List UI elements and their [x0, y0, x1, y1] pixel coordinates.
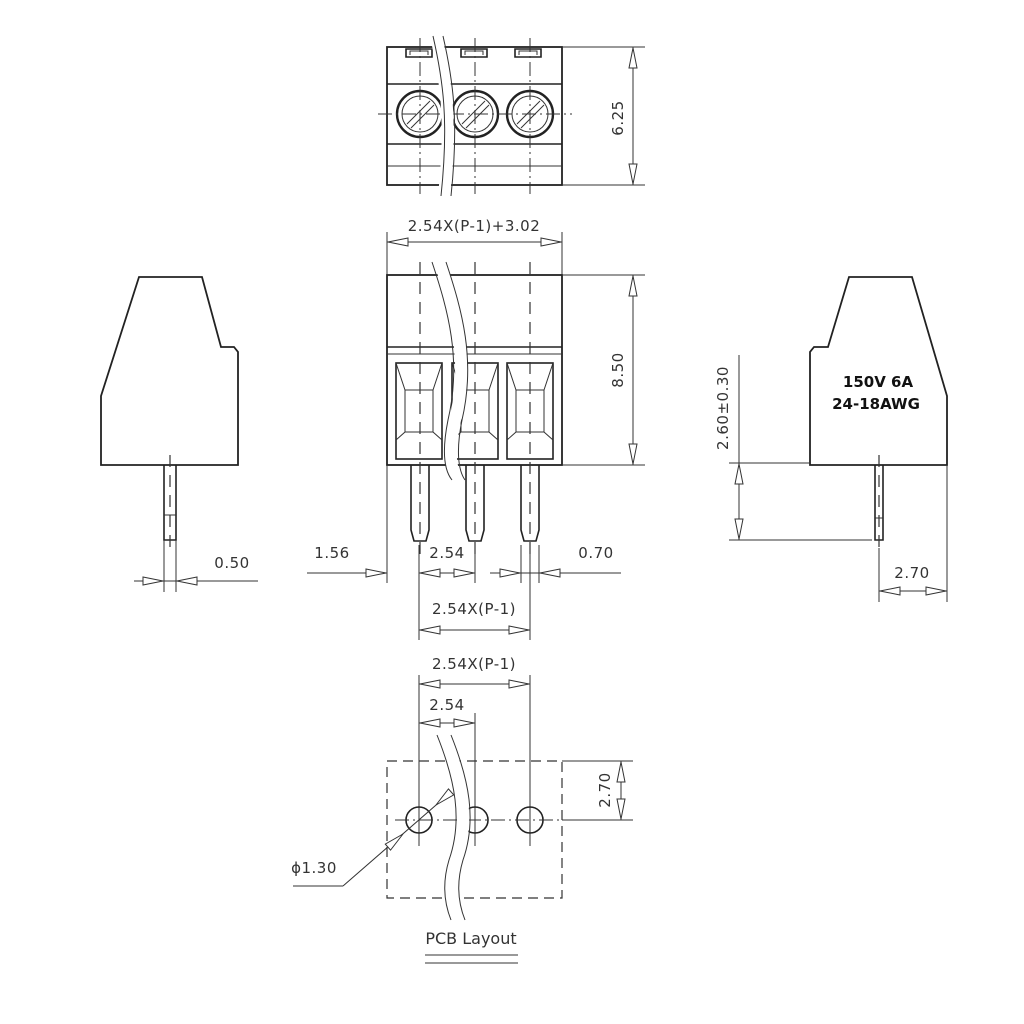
- pcb-layout: 2.54X(P-1) 2.54 2.70 ϕ1.30 PCB Layout: [291, 655, 633, 964]
- pin-icon: [410, 465, 540, 542]
- pcb-layout-title: PCB Layout: [425, 929, 516, 948]
- pin-thickness-dim: 0.50: [214, 554, 249, 572]
- right-side-housing: [809, 276, 948, 466]
- top-view: 6.25: [378, 34, 645, 197]
- front-height-dim: 8.50: [609, 352, 627, 387]
- pitch-dim: 2.54: [429, 544, 464, 562]
- rating-voltage-current: 150V 6A: [843, 373, 914, 391]
- rating-wire-gauge: 24-18AWG: [832, 395, 920, 413]
- top-height-dim: 6.25: [609, 100, 627, 135]
- pin-offset-dim: 2.70: [894, 564, 929, 582]
- front-width-dim: 2.54X(P-1)+3.02: [408, 217, 541, 235]
- edge-offset-dim: 1.56: [314, 544, 349, 562]
- pin-width-dim: 0.70: [578, 544, 613, 562]
- footprint-outline: [386, 760, 563, 899]
- front-span-dim: 2.54X(P-1): [432, 600, 516, 618]
- pcb-span-dim: 2.54X(P-1): [432, 655, 516, 673]
- left-side-view: 0.50: [100, 276, 258, 592]
- pin-length-dim: 2.60±0.30: [714, 366, 732, 450]
- front-view: 2.54X(P-1)+3.02: [307, 217, 645, 640]
- pcb-pitch-dim: 2.54: [429, 696, 464, 714]
- left-side-housing: [100, 276, 239, 466]
- hole-diameter-dim: ϕ1.30: [291, 859, 337, 877]
- right-side-view: 150V 6A 24-18AWG 2.60±0.30 2.70: [714, 276, 948, 602]
- wire-entry-tab-icon: [405, 48, 542, 58]
- pcb-row-offset-dim: 2.70: [596, 772, 614, 807]
